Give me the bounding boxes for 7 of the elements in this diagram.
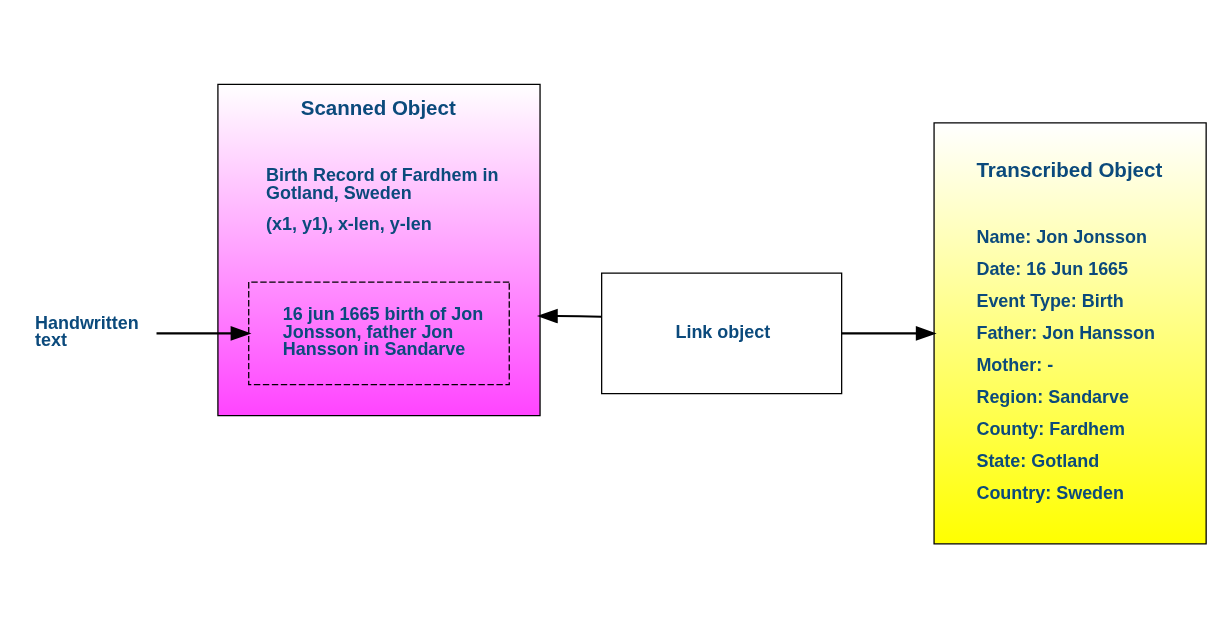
node-box: Transcribed Object Name: Jon Jonsson Date: 16 Jun 1665 Event Type: Birth Father: Jon Hansson Mother: - Region: Sandarve County: Fardhem State: Gotland Country: Sweden	[933, 122, 1207, 545]
arrow	[536, 308, 602, 324]
node-text: Handwritten text	[35, 312, 139, 351]
arrow	[842, 326, 937, 341]
arrow	[156, 326, 252, 341]
node-box: Link object	[601, 272, 843, 395]
node-box: 16 jun 1665 birth of Jon Jonsson, father Jon Hansson in Sandarve	[248, 281, 510, 386]
